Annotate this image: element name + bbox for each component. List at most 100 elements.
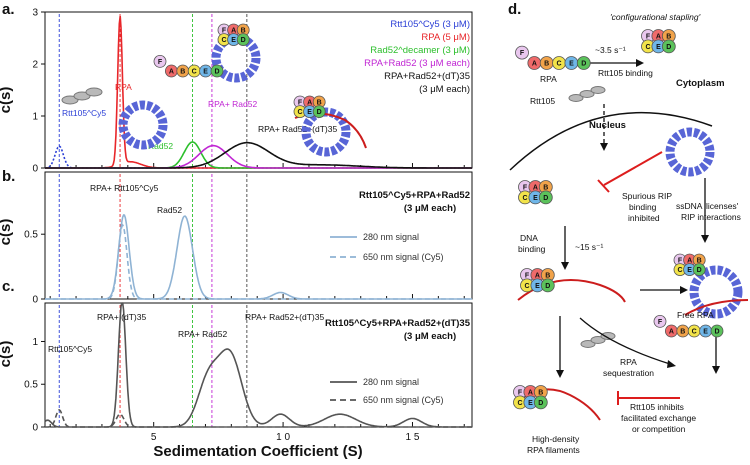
diagram-spurious-3: inhibited (628, 213, 660, 223)
rpa-subunit-letter: A (656, 34, 661, 41)
panel-label-d: d. (508, 1, 521, 18)
ssdna-strand (684, 299, 749, 316)
y-tick-label: 3 (32, 8, 38, 19)
rpa-subunit-letter: F (298, 99, 303, 106)
rpa-subunit-letter: F (520, 50, 525, 57)
rpa-subunit-letter: E (569, 61, 574, 68)
legend-c-650: 650 nm signal (Cy5) (363, 395, 444, 405)
rpa-subunit-letter: F (646, 34, 651, 41)
rpa-subunit-letter: D (317, 109, 322, 116)
diagram-spurious-1: Spurious RIP (622, 191, 672, 201)
rad52-ring-icon (665, 127, 715, 177)
rpa-subunit-bead (661, 39, 676, 54)
diagram-rtt105: Rtt105 (530, 96, 555, 106)
rpa-subunit-letter: D (666, 44, 671, 51)
nuclear-envelope (509, 111, 713, 171)
rpa-subunit-letter: A (687, 257, 692, 264)
legend-b-280: 280 nm signal (363, 232, 419, 242)
rpa-subunit-letter: C (557, 61, 562, 68)
rtt105-helix-icon (61, 87, 103, 105)
rpa-subunit-letter: D (697, 267, 702, 274)
x-tick-label: 1 5 (406, 432, 420, 443)
diagram-dna-2: binding (518, 244, 546, 254)
y-tick-label: 0 (32, 295, 38, 306)
rpa-subunit-letter: D (714, 328, 719, 335)
y-axis-label-c: c(s) (0, 341, 14, 368)
rpa-subunit-letter: F (222, 27, 227, 34)
y-tick-label: 1 (32, 112, 38, 123)
panel-label-b: b. (2, 168, 15, 185)
rpa-subunit-letter: C (677, 267, 682, 274)
rpa-subunit-letter: B (317, 99, 322, 106)
arrow-head (561, 262, 569, 270)
rpa-subunit-letter: C (297, 109, 302, 116)
rpa-subunit-letter: D (538, 400, 543, 407)
diagram-rtt105-inhibits-2: facilitated exchange (621, 413, 696, 423)
y-tick-label: 2 (32, 60, 38, 71)
rad52-ring-icon (689, 265, 743, 319)
rpa-subunit-letter: A (169, 68, 174, 75)
diagram-spurious-2: binding (629, 202, 657, 212)
annot-c-rpa-rad52-dt: RPA+ Rad52+(dT)35 (245, 312, 324, 322)
rad52-ring-icon (301, 107, 351, 157)
y-tick-label: 0 (32, 164, 38, 175)
rpa-subunit-letter: F (523, 185, 528, 192)
rpa-subunit-letter: B (180, 68, 185, 75)
legend-a-rpa: RPA (5 μM) (421, 32, 470, 43)
series-line (45, 145, 472, 169)
rpa-subunit-letter: D (581, 61, 586, 68)
rpa-subunit-bead (153, 55, 167, 68)
annot-a-rpa-rad52: RPA+ Rad52 (208, 99, 257, 109)
diagram-cytoplasm: Cytoplasm (676, 78, 725, 89)
inhibit-bar (597, 179, 610, 193)
rpa-subunit-letter: D (545, 283, 550, 290)
rpa-subunit-letter: A (532, 61, 537, 68)
diagram-high-density-1: High-density (532, 434, 580, 444)
y-axis-label-a: c(s) (0, 87, 14, 114)
arrow-head (680, 286, 688, 294)
diagram-rpa-seq-1: RPA (620, 357, 637, 367)
arrow-head (636, 59, 644, 67)
panel-b-title: Rtt105^Cy5+RPA+Rad52 (359, 190, 470, 201)
rpa-subunit-letter: C (692, 328, 697, 335)
rpa-subunit-letter: E (231, 37, 236, 44)
diagram-rtt105-binding: Rtt105 binding (598, 68, 653, 78)
legend-a-each: (3 μM each) (419, 84, 470, 95)
diagram-rate-slow: ~15 s⁻¹ (575, 242, 604, 252)
arrow-head (556, 370, 564, 378)
rpa-subunit-letter: E (656, 44, 661, 51)
annot-b-rad52: Rad52 (157, 205, 182, 215)
rpa-subunit-letter: B (538, 390, 543, 397)
arrow-head (701, 235, 709, 243)
rpa-subunit-letter: B (543, 185, 548, 192)
rpa-subunit-letter: F (678, 257, 683, 264)
arrow-head (712, 366, 720, 374)
rpa-subunit-bead (515, 45, 529, 60)
diagram-rtt105-inhibits-1: Rtt105 inhibits (630, 402, 684, 412)
rpa-subunit-bead (576, 56, 591, 70)
diagram-dna-1: DNA (520, 233, 538, 243)
rpa-subunit-letter: A (307, 99, 312, 106)
arrow-head (667, 360, 676, 368)
rpa-subunit-letter: E (203, 68, 208, 75)
pathway-diagram: 'configurational stapling' ~3.5 s⁻¹ Rtt1… (509, 12, 749, 455)
rpa-subunit-letter: E (535, 283, 540, 290)
legend-a-rad52: Rad52^decamer (3 μM) (370, 45, 470, 56)
rpa-subunit-bead (538, 190, 553, 205)
diagram-high-density-2: RPA filaments (527, 445, 580, 455)
rpa-subunit-letter: C (517, 400, 522, 407)
annot-a-rtt105: Rtt105^Cy5 (62, 108, 106, 118)
rpa-subunit-letter: E (533, 195, 538, 202)
rpa-subunit-bead (236, 33, 250, 46)
legend-a-rtt105: Rtt105^Cy5 (3 μM) (390, 19, 470, 30)
panel-label-c: c. (2, 278, 15, 295)
y-axis-label-b: c(s) (0, 219, 14, 246)
